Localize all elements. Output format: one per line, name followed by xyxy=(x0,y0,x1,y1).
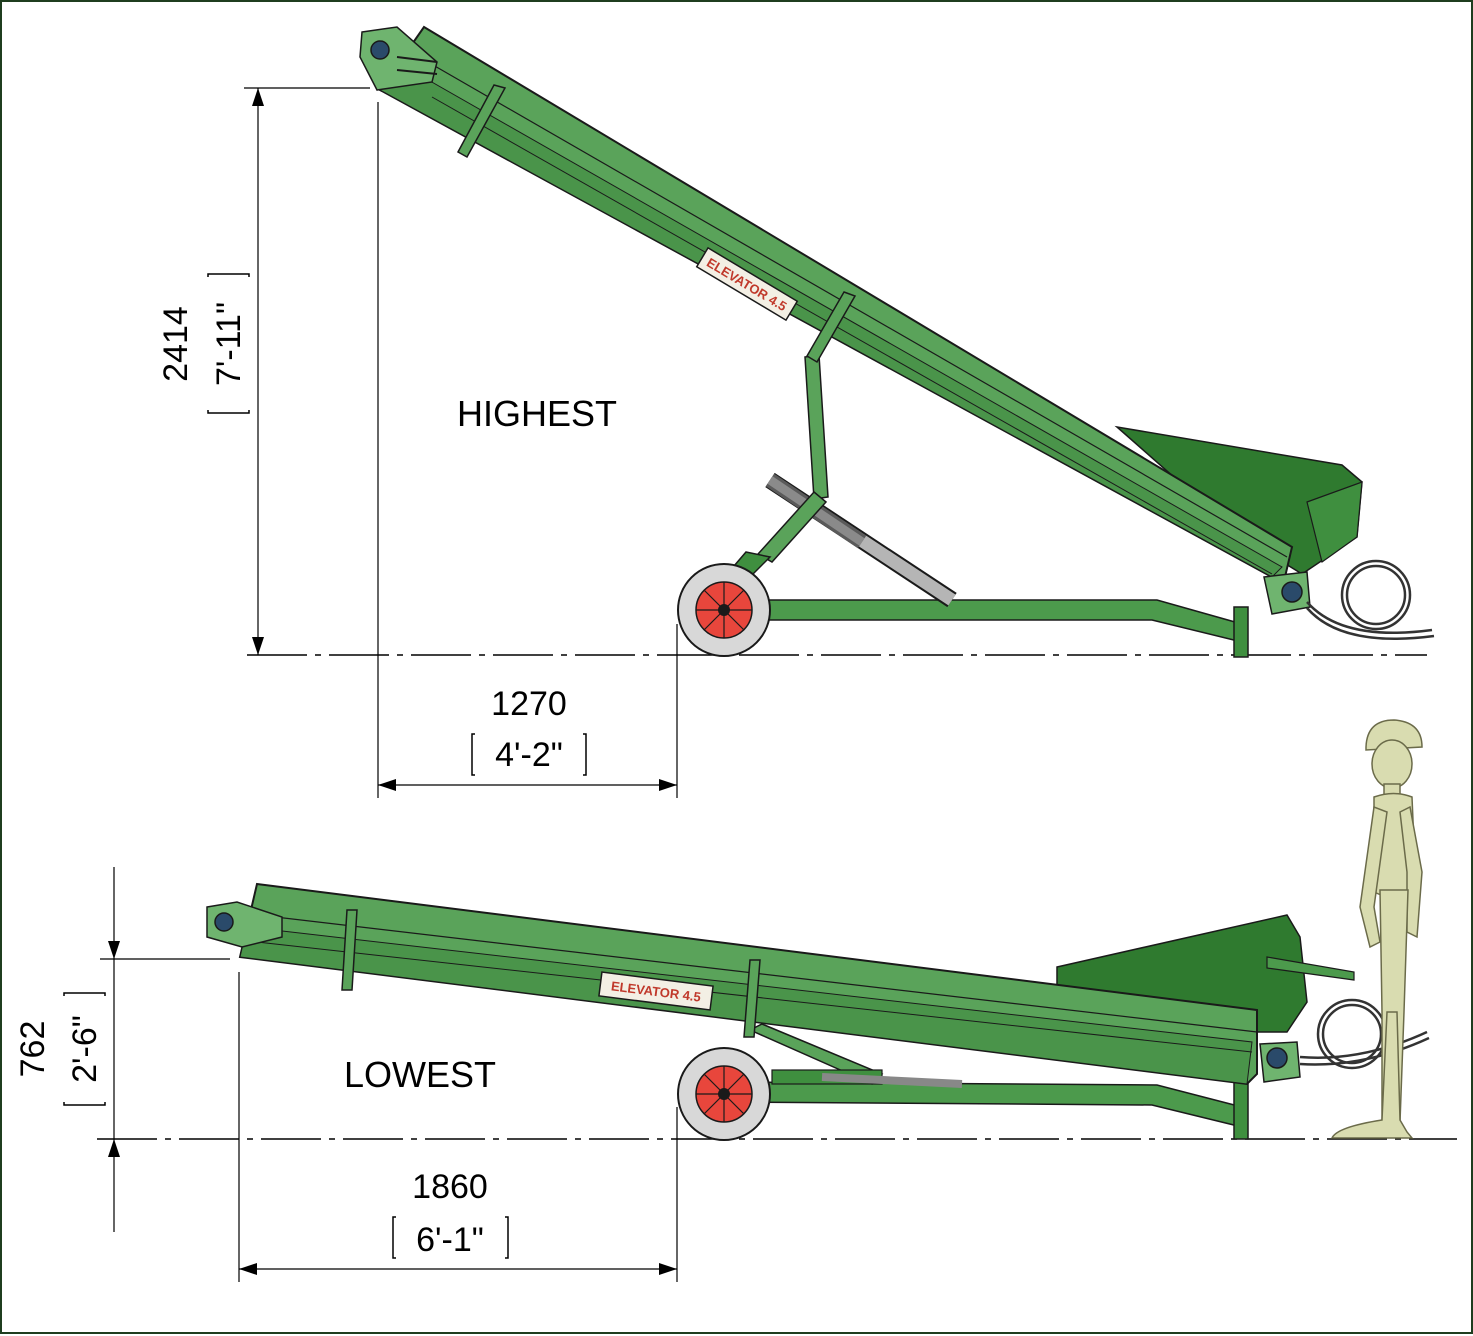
hopper-lowest xyxy=(1056,914,1355,1033)
height-dimension-highest: 2414 7'-11" xyxy=(157,87,379,798)
operator-figure-icon xyxy=(1330,719,1423,1139)
hose-coil-icon xyxy=(1306,559,1435,640)
offset-dimension-lowest: 1860 6'-1" xyxy=(239,1107,678,1282)
lowest-view: ELEVATOR 4.5 762 2'-6" xyxy=(14,719,1457,1282)
wheel-icon xyxy=(677,563,771,657)
hose-coil-lowest xyxy=(1299,998,1430,1070)
tail-motor-highest xyxy=(1263,571,1311,615)
hydraulic-ram-icon xyxy=(765,472,957,608)
highest-view: ELEVATOR 4.5 2414 7'-11" 1270 4'-2" HIGH… xyxy=(157,25,1435,798)
offset-mm-highest: 1270 xyxy=(491,685,567,723)
head-drive-lowest xyxy=(206,901,283,948)
wheel-lowest xyxy=(677,1047,771,1141)
height-mm-highest: 2414 xyxy=(157,306,195,382)
conveyor-body-lowest xyxy=(238,882,1258,1086)
support-strut-lowest xyxy=(748,1023,963,1088)
offset-imperial-highest: 4'-2" xyxy=(495,736,563,774)
height-dimension-lowest: 762 2'-6" xyxy=(14,867,240,1282)
height-imperial-highest: 7'-11" xyxy=(210,302,248,386)
height-imperial-lowest: 2'-6" xyxy=(66,1015,104,1083)
tail-motor-lowest xyxy=(1259,1041,1301,1083)
base-frame-highest xyxy=(723,599,1249,658)
lowest-label: LOWEST xyxy=(344,1054,496,1095)
offset-mm-lowest: 1860 xyxy=(412,1168,488,1206)
offset-imperial-lowest: 6'-1" xyxy=(416,1221,484,1259)
offset-dimension-highest: 1270 4'-2" xyxy=(378,624,678,798)
highest-label: HIGHEST xyxy=(457,393,617,434)
head-drive-highest xyxy=(359,26,438,91)
height-mm-lowest: 762 xyxy=(14,1021,52,1078)
conveyor-body-highest xyxy=(378,25,1294,578)
